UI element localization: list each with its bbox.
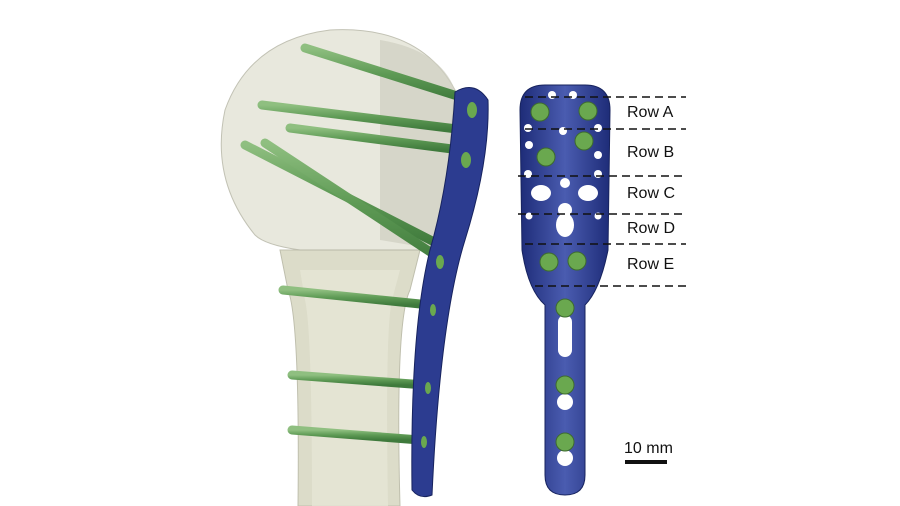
row-label-a: Row A [627,104,674,121]
screws [240,43,475,445]
row-label-b: Row B [627,144,675,161]
row-label-c: Row C [627,185,676,202]
humerus-bone [220,29,456,506]
front-plate [519,84,611,496]
row-label-d: Row D [627,220,676,237]
row-dividers [518,96,686,287]
side-plate-screw-heads [421,102,477,448]
row-label-e: Row E [627,256,675,273]
side-plate [411,87,489,498]
scale-bar-label: 10 mm [624,440,673,457]
scale-bar [625,460,667,464]
